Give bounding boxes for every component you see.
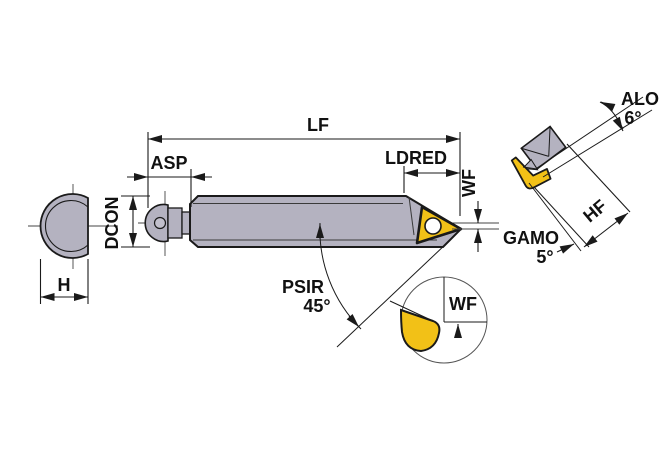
ldred-label: LDRED xyxy=(385,148,447,168)
tool-side-view xyxy=(138,191,499,256)
clamp-head xyxy=(144,203,192,243)
alo-angle-annotation: ALO 6° xyxy=(536,89,659,178)
shank-inner-circle xyxy=(44,200,89,252)
insert-main xyxy=(415,205,463,245)
wf-dimension-main: WF xyxy=(459,169,482,252)
detail-insert-nose xyxy=(399,308,441,353)
gamo-label: GAMO xyxy=(503,228,559,248)
cutting-edge-angle-line xyxy=(336,242,448,348)
asp-dimension: ASP xyxy=(127,153,212,207)
gamo-value: 5° xyxy=(536,247,553,267)
ldred-dimension: LDRED xyxy=(385,148,460,193)
shank-outer-profile xyxy=(39,193,89,259)
dcon-label: DCON xyxy=(102,197,122,250)
hf-label: HF xyxy=(579,196,610,227)
alo-label: ALO xyxy=(621,89,659,109)
asp-label: ASP xyxy=(150,153,187,173)
h-dimension: H xyxy=(39,259,89,304)
head-screw-hole xyxy=(153,216,167,230)
psir-angle-annotation: PSIR 45° xyxy=(282,222,448,348)
lf-label: LF xyxy=(307,115,329,135)
dcon-dimension: DCON xyxy=(102,195,150,250)
head-detail-rotated-view: ALO 6° GAMO 5° HF xyxy=(503,89,659,267)
detail-insert-side xyxy=(510,156,552,190)
head-washer xyxy=(167,207,183,239)
h-label: H xyxy=(58,275,71,295)
insert-hole xyxy=(424,217,442,235)
nose-detail-circle: WF xyxy=(389,276,488,364)
wf-detail-label: WF xyxy=(449,294,477,314)
psir-label: PSIR xyxy=(282,277,324,297)
wf-dimension-detail: WF xyxy=(449,294,477,338)
psir-value: 45° xyxy=(303,296,330,316)
hf-dimension: HF xyxy=(566,143,631,248)
insert-pocket-line xyxy=(408,196,415,236)
alo-value: 6° xyxy=(624,108,641,128)
shank-section-view xyxy=(28,184,118,269)
gamo-angle-annotation: GAMO 5° xyxy=(503,182,590,267)
wf-main-label: WF xyxy=(459,169,479,197)
lf-dimension: LF xyxy=(147,115,461,216)
